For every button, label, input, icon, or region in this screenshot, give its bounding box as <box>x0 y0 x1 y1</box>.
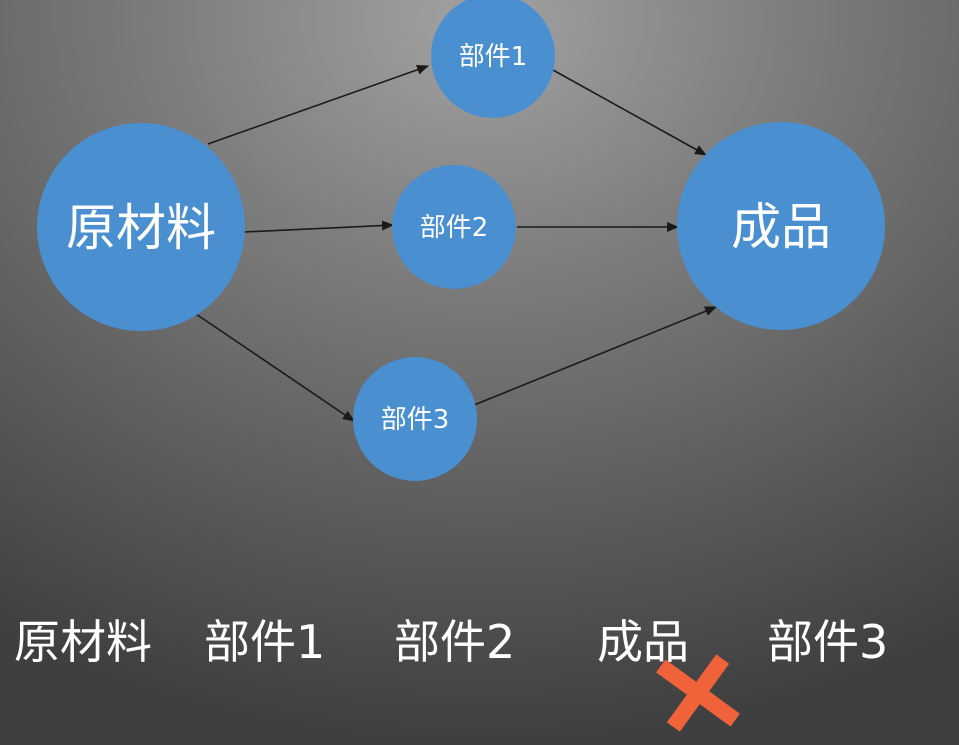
node-finished-product-label: 成品 <box>731 198 831 256</box>
node-part2-label: 部件2 <box>420 213 489 243</box>
node-part3-circle <box>353 357 477 481</box>
sequence-item-raw-material: 原材料 <box>14 615 152 669</box>
edge-part3-to-product <box>473 306 717 406</box>
node-part1-label: 部件1 <box>459 42 528 72</box>
node-part2-circle <box>392 165 516 289</box>
sequence-item-part2: 部件2 <box>394 615 516 669</box>
node-part1-circle <box>431 0 555 118</box>
edge-raw-to-part1 <box>207 64 429 145</box>
node-part3-label: 部件3 <box>381 405 450 435</box>
cross-mark-icon <box>656 654 740 732</box>
node-part3: 部件3 <box>353 357 477 481</box>
edge-part1-to-product <box>552 69 707 156</box>
node-finished-product-circle <box>677 122 885 330</box>
sequence-item-part1: 部件1 <box>204 615 326 669</box>
cross-mark-stroke-2 <box>666 654 730 732</box>
sequence-item-finished-product: 成品 <box>597 615 689 669</box>
node-part1: 部件1 <box>431 0 555 118</box>
node-part2: 部件2 <box>392 165 516 289</box>
node-raw-material-circle <box>37 123 245 331</box>
edge-raw-to-part2 <box>243 220 394 233</box>
node-raw-material-label: 原材料 <box>66 199 216 257</box>
sequence-item-part3: 部件3 <box>767 615 889 669</box>
node-finished-product: 成品 <box>677 122 885 330</box>
edge-raw-to-part3 <box>195 313 355 422</box>
node-raw-material: 原材料 <box>37 123 245 331</box>
